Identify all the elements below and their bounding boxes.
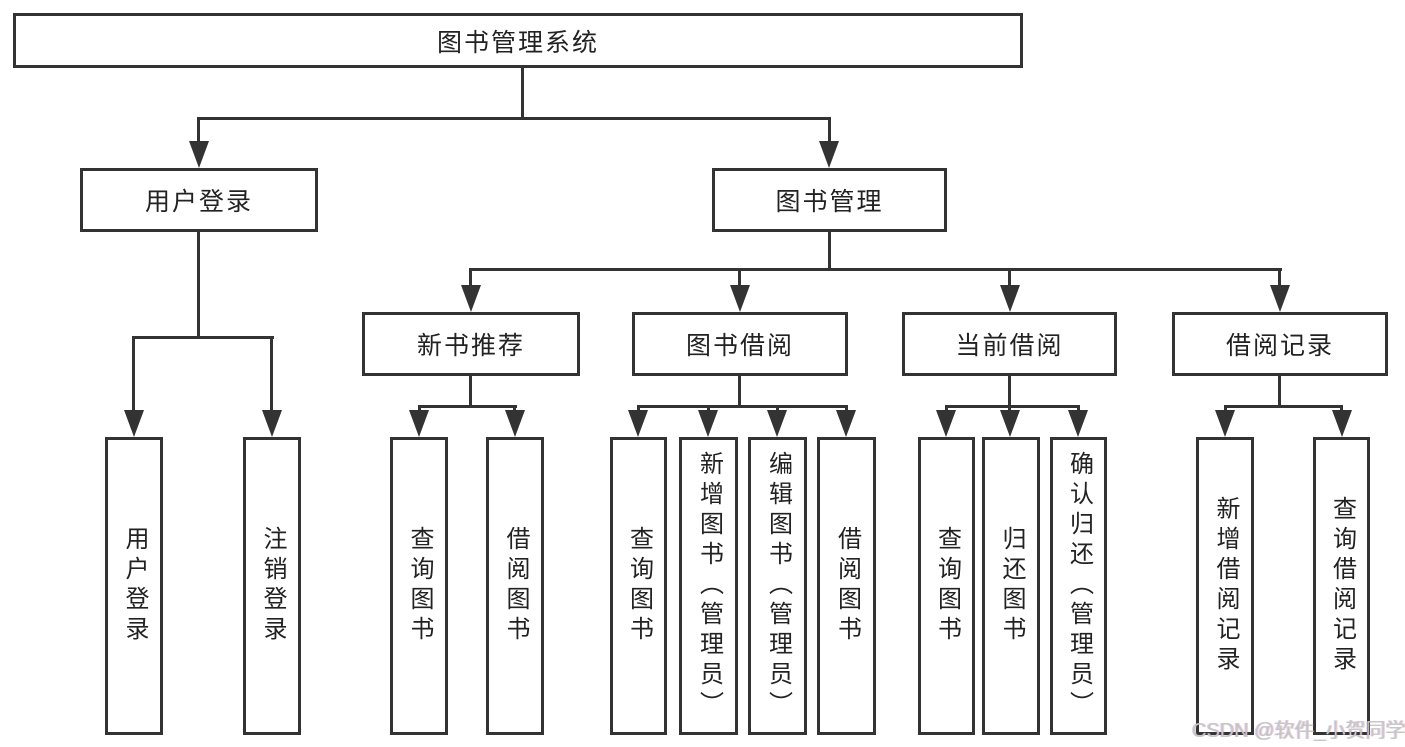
arrow-down-icon (767, 410, 787, 437)
arrow-down-icon (409, 410, 429, 437)
node-current-borrowing: 当前借阅 (902, 312, 1117, 376)
connector-line (469, 268, 472, 288)
connector-line (1340, 405, 1343, 414)
leaf-user-login: 用户登录 (105, 437, 163, 735)
connector-line (1077, 405, 1080, 414)
leaf-label: 查询借阅记录 (1328, 496, 1356, 676)
arrow-down-icon (124, 410, 144, 437)
leaf-label: 确认归还（管理员） (1065, 451, 1093, 721)
arrow-down-icon (1270, 285, 1290, 312)
connector-line (1224, 405, 1343, 408)
leaf-label: 借阅图书 (502, 526, 529, 646)
node-borrowing-records: 借阅记录 (1172, 312, 1388, 376)
connector-line (637, 405, 848, 408)
arrow-down-icon (1332, 410, 1352, 437)
node-book-borrowing: 图书借阅 (632, 312, 848, 376)
leaf-query-borrow-record: 查询借阅记录 (1313, 437, 1370, 735)
node-library-management-system: 图书管理系统 (13, 13, 1023, 68)
connector-line (418, 405, 421, 414)
connector-line (469, 376, 472, 407)
leaf-label: 编辑图书（管理员） (764, 451, 792, 721)
leaf-borrow-books-borrowing: 借阅图书 (817, 437, 876, 735)
connector-line (738, 268, 741, 288)
connector-line (1008, 405, 1011, 414)
connector-line (418, 405, 517, 408)
node-new-book-recommendation: 新书推荐 (362, 312, 580, 376)
csdn-watermark: CSDN @软件_小贺同学 (1192, 720, 1405, 742)
leaf-query-books-recommend: 查询图书 (390, 437, 448, 735)
connector-line (776, 405, 779, 414)
leaf-confirm-return-admin: 确认归还（管理员） (1050, 437, 1107, 735)
arrow-down-icon (730, 285, 750, 312)
arrow-down-icon (819, 141, 839, 168)
connector-line (828, 232, 831, 271)
connector-line (1224, 405, 1227, 414)
connector-line (270, 336, 273, 412)
arrow-down-icon (189, 141, 209, 168)
arrow-down-icon (1000, 410, 1020, 437)
connector-line (197, 232, 200, 338)
arrow-down-icon (1000, 285, 1020, 312)
leaf-return-book: 归还图书 (982, 437, 1040, 735)
arrow-down-icon (698, 410, 718, 437)
leaf-label: 用户登录 (121, 526, 148, 646)
leaf-borrow-books-recommend: 借阅图书 (486, 437, 544, 735)
connector-line (738, 376, 741, 407)
connector-line (132, 336, 135, 412)
connector-line (1278, 268, 1281, 288)
arrow-down-icon (262, 410, 282, 437)
connector-line (945, 405, 948, 414)
arrow-down-icon (505, 410, 525, 437)
connector-line (197, 117, 200, 144)
leaf-edit-book-admin: 编辑图书（管理员） (748, 437, 807, 735)
arrow-down-icon (936, 410, 956, 437)
connector-line (828, 117, 831, 144)
connector-line (1008, 376, 1011, 407)
arrow-down-icon (836, 410, 856, 437)
connector-line (707, 405, 710, 414)
connector-line (197, 117, 831, 120)
leaf-query-books-current: 查询图书 (918, 437, 975, 735)
leaf-label: 借阅图书 (833, 526, 861, 646)
connector-line (637, 405, 640, 414)
arrow-down-icon (1215, 410, 1235, 437)
node-book-management: 图书管理 (712, 168, 947, 232)
connector-line (1278, 376, 1281, 407)
connector-line (521, 68, 524, 119)
node-user-login: 用户登录 (80, 168, 318, 232)
leaf-add-book-admin: 新增图书（管理员） (679, 437, 738, 735)
leaf-label: 注销登录 (259, 526, 286, 646)
connector-line (513, 405, 516, 414)
arrow-down-icon (1068, 410, 1088, 437)
arrow-down-icon (461, 285, 481, 312)
connector-line (469, 268, 1282, 271)
leaf-add-borrow-record: 新增借阅记录 (1196, 437, 1254, 735)
leaf-label: 查询图书 (625, 526, 653, 646)
leaf-label: 查询图书 (933, 526, 961, 646)
leaf-label: 新增借阅记录 (1212, 496, 1239, 676)
connector-line (945, 405, 1080, 408)
leaf-label: 新增图书（管理员） (695, 451, 723, 721)
leaf-logout: 注销登录 (243, 437, 301, 735)
connector-line (132, 336, 274, 339)
arrow-down-icon (628, 410, 648, 437)
connector-line (1008, 268, 1011, 288)
leaf-label: 查询图书 (406, 526, 433, 646)
connector-line (845, 405, 848, 414)
leaf-query-books-borrowing: 查询图书 (610, 437, 667, 735)
leaf-label: 归还图书 (998, 526, 1025, 646)
